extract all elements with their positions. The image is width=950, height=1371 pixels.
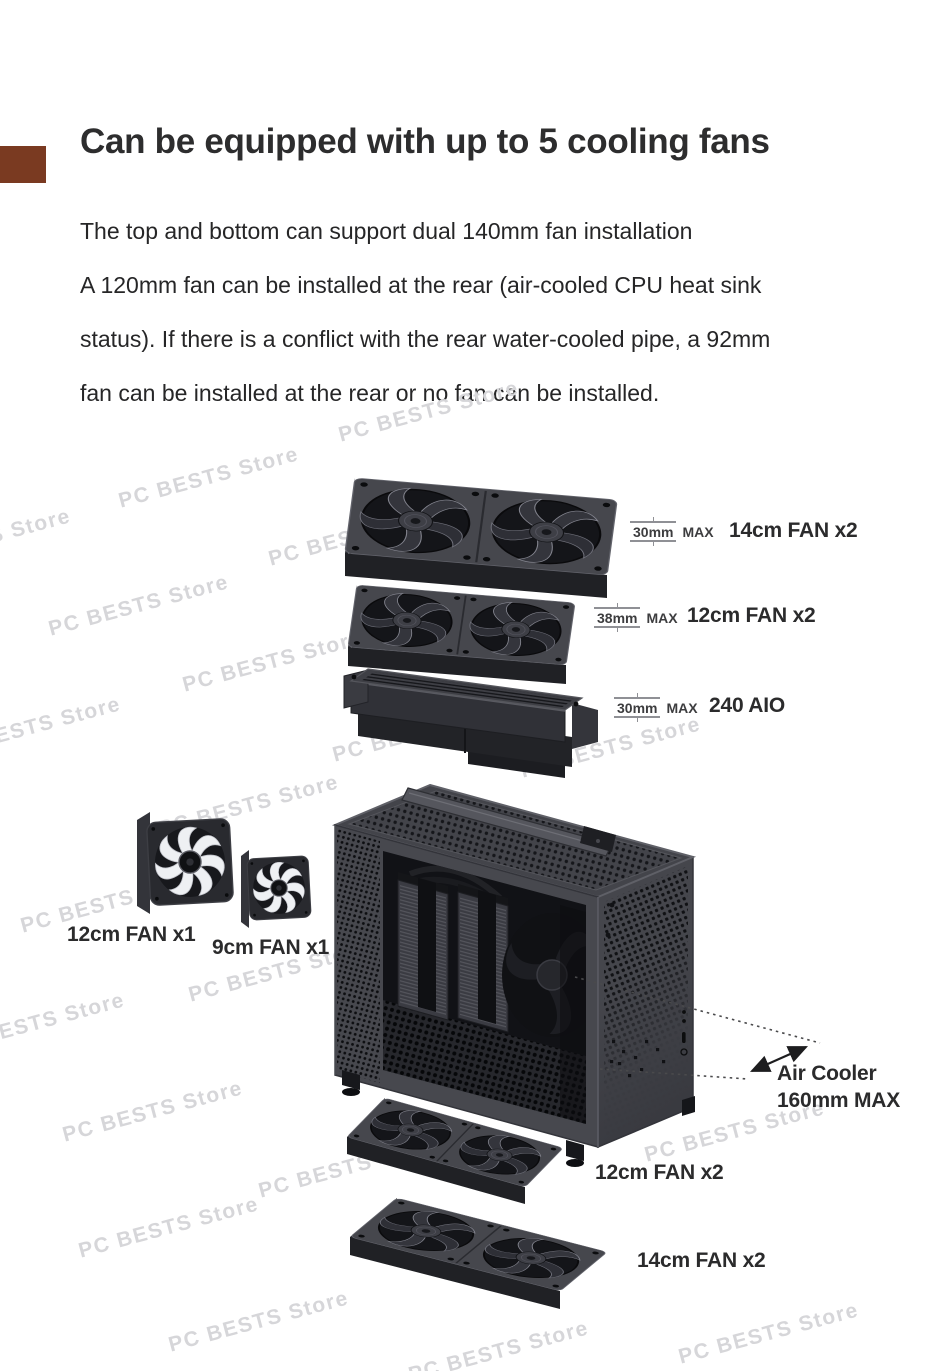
label-air-cooler-line2: 160mm MAX <box>777 1089 901 1112</box>
description-line: A 120mm fan can be installed at the rear… <box>80 272 762 298</box>
description-line: status). If there is a conflict with the… <box>80 326 771 352</box>
fan-unit-top-140 <box>345 478 617 598</box>
dimension-value: 30mm <box>614 693 661 722</box>
label-bottom-fan-140: 14cm FAN x2 <box>637 1249 766 1272</box>
description: The top and bottom can support dual 140m… <box>80 204 900 420</box>
label-aio: 240 AIO <box>709 694 786 717</box>
cpu-air-cooler <box>397 865 586 1037</box>
fan-unit-top-120 <box>348 585 575 684</box>
fan-unit-bottom-140 <box>350 1198 607 1309</box>
accent-bar <box>0 146 46 183</box>
fan-unit-bottom-120 <box>347 1098 563 1204</box>
fan-rear-92 <box>241 850 311 928</box>
description-line: The top and bottom can support dual 140m… <box>80 218 693 244</box>
page-title: Can be equipped with up to 5 cooling fan… <box>80 122 770 161</box>
label-rear-fan-120: 12cm FAN x1 <box>67 923 196 946</box>
dimension-value: 38mm <box>594 603 641 632</box>
label-bottom-fan-120: 12cm FAN x2 <box>595 1161 724 1184</box>
pc-case <box>331 783 697 1167</box>
label-top-fan-120: 12cm FAN x2 <box>687 604 816 627</box>
case-feet <box>342 1070 695 1167</box>
case-handle <box>401 787 616 857</box>
label-air-cooler: Air Cooler 160mm MAX <box>777 1060 900 1114</box>
case-front-open <box>334 824 599 1148</box>
case-top-panel <box>331 783 697 899</box>
front-io-ports <box>680 1010 688 1056</box>
fan-rear-120 <box>137 812 234 914</box>
label-rear-fan-92: 9cm FAN x1 <box>212 936 330 959</box>
dimension-value: 30mm <box>630 517 677 546</box>
double-arrow <box>749 1045 809 1073</box>
case-right-panel <box>597 855 694 1149</box>
air-cooler-dimension <box>574 976 821 1080</box>
aio-radiator <box>343 668 598 778</box>
label-air-cooler-line1: Air Cooler <box>777 1062 877 1085</box>
label-top-fan-140: 14cm FAN x2 <box>729 519 858 542</box>
description-line: fan can be installed at the rear or no f… <box>80 380 660 406</box>
